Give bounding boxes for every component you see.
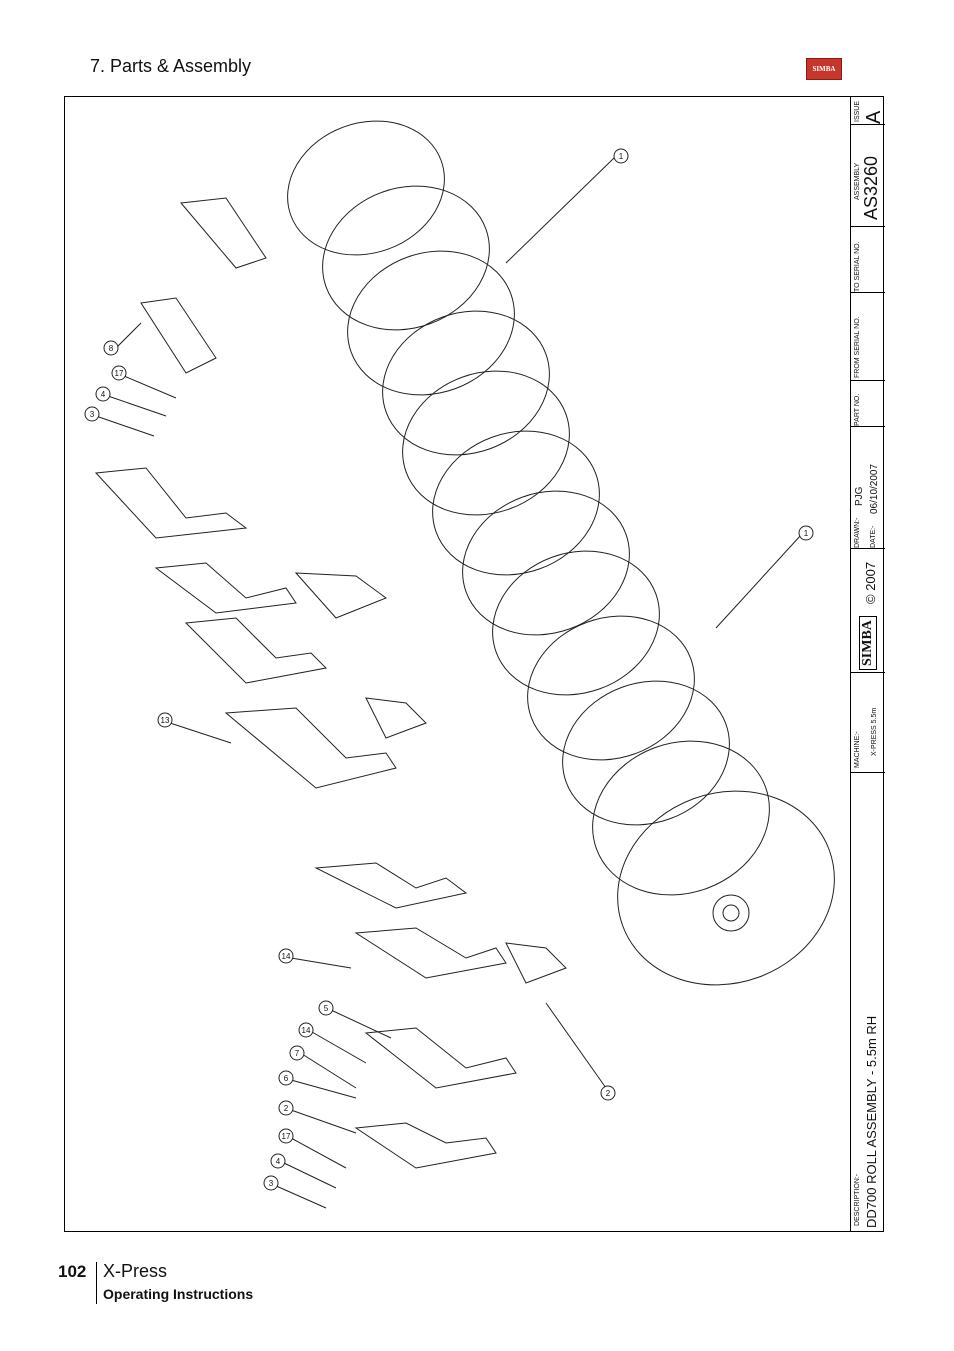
disc-wheel xyxy=(592,740,770,896)
callout xyxy=(613,148,629,164)
callout-number: 17 xyxy=(282,1132,291,1141)
bracket xyxy=(154,562,297,614)
callout-number: 2 xyxy=(606,1089,611,1098)
date-label: DATE:- xyxy=(870,525,877,548)
callout-number: 1 xyxy=(804,529,809,538)
callout xyxy=(263,1175,279,1191)
disc-wheel xyxy=(287,120,445,256)
callout xyxy=(298,1022,314,1038)
section-title: 7. Parts & Assembly xyxy=(90,56,252,76)
date-value: 06/10/2007 xyxy=(869,463,880,514)
callout xyxy=(278,1128,294,1144)
description-value: DD700 ROLL ASSEMBLY - 5.5m RH xyxy=(864,1015,879,1228)
description-label: DESCRIPTION:- xyxy=(854,1173,861,1226)
drawing-frame xyxy=(64,96,884,1232)
callout xyxy=(278,948,294,964)
hub-center xyxy=(722,904,740,922)
callout-number: 3 xyxy=(90,410,95,419)
callout-number: 2 xyxy=(284,1104,289,1113)
drawn-value: PJG xyxy=(854,486,865,506)
machine-label: MACHINE:- xyxy=(854,731,861,768)
bracket xyxy=(180,197,267,269)
bracket xyxy=(365,697,427,739)
callout-number: 14 xyxy=(282,952,291,961)
product-name: X-Press xyxy=(103,1261,168,1281)
copyright-text: © 2007 xyxy=(863,561,878,604)
callout xyxy=(289,1045,305,1061)
callout-number: 1 xyxy=(619,152,624,161)
disc-wheel xyxy=(402,370,570,516)
callout xyxy=(270,1153,286,1169)
disc-wheel xyxy=(492,550,660,696)
from-serial-label: FROM SERIAL NO. xyxy=(854,316,861,378)
disc-wheel xyxy=(462,490,630,636)
bracket xyxy=(505,942,567,984)
callout xyxy=(318,1000,334,1016)
callout-number: 6 xyxy=(284,1074,289,1083)
bracket xyxy=(314,862,468,909)
bracket xyxy=(354,927,507,979)
brand-logo: SIMBA xyxy=(806,58,842,80)
callout-number: 4 xyxy=(101,390,106,399)
callout xyxy=(600,1085,616,1101)
callout-number: 8 xyxy=(109,344,114,353)
callout-number: 5 xyxy=(324,1004,329,1013)
titleblock-brand: SIMBA xyxy=(859,616,877,670)
machine-value: X-PRESS 5.5m xyxy=(871,707,878,756)
callout xyxy=(103,340,119,356)
to-serial-label: TO SERIAL NO. xyxy=(854,241,861,292)
bracket xyxy=(364,1027,517,1089)
disc-wheel xyxy=(562,680,730,826)
assembly-drawing: 1 1 8 17 4 3 13 14 5 14 7 6 2 17 4 3 2 xyxy=(84,120,835,1209)
assembly-value: AS3260 xyxy=(861,155,881,220)
bracket xyxy=(294,572,388,619)
disc-wheel xyxy=(382,310,550,456)
callout-number: 4 xyxy=(276,1157,281,1166)
footer-divider xyxy=(96,1262,97,1304)
disc-wheel xyxy=(432,430,600,576)
disc-wheel xyxy=(617,790,835,986)
title-block: ISSUE A ASSEMBLY AS3260 TO SERIAL NO. FR… xyxy=(850,96,885,1232)
issue-value: A xyxy=(863,110,885,124)
footer-subtitle: Operating Instructions xyxy=(103,1286,254,1302)
callout-number: 7 xyxy=(295,1049,300,1058)
callout-number: 13 xyxy=(161,716,170,725)
callout xyxy=(278,1100,294,1116)
callout-number: 17 xyxy=(115,369,124,378)
disc-wheel xyxy=(527,615,695,761)
bracket xyxy=(140,297,217,374)
issue-label: ISSUE xyxy=(854,100,861,122)
callout xyxy=(798,525,814,541)
drawn-label: DRAWN:- xyxy=(854,517,861,548)
part-no-label: PART NO. xyxy=(854,393,861,426)
bracket xyxy=(224,707,397,789)
callout xyxy=(157,712,173,728)
callout xyxy=(95,386,111,402)
hub xyxy=(712,894,750,932)
assembly-label: ASSEMBLY xyxy=(854,162,861,200)
bracket xyxy=(354,1122,497,1169)
page-number: 102 xyxy=(58,1262,87,1281)
callout xyxy=(84,406,100,422)
bracket xyxy=(184,617,328,684)
callout xyxy=(278,1070,294,1086)
bracket xyxy=(94,467,248,539)
disc-wheel xyxy=(322,185,490,331)
callout-number: 14 xyxy=(302,1026,311,1035)
callout-number: 3 xyxy=(269,1179,274,1188)
disc-wheel xyxy=(347,250,515,396)
callout xyxy=(111,365,127,381)
